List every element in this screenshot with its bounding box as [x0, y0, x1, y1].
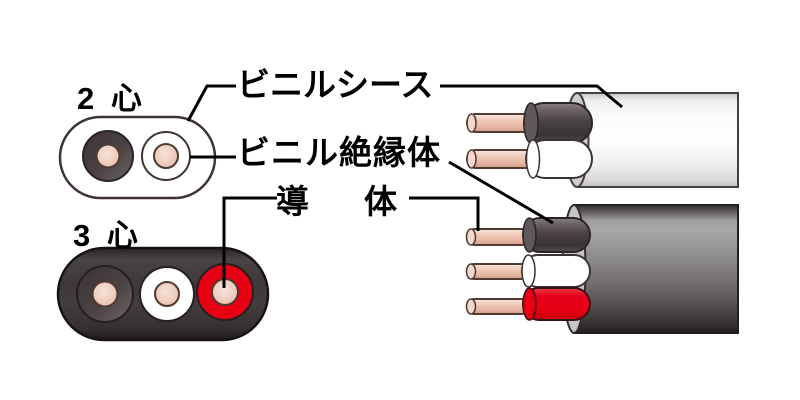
label-vinyl-sheath: ビニルシース — [237, 66, 433, 103]
label-conductor: 導 体 — [276, 183, 408, 220]
3core-3d-black-wire-end — [522, 217, 537, 253]
2core-3d-conductor-bottom-end — [466, 149, 477, 169]
labels: 2 心 3 心 ビニルシース ビニル絶縁体 導 体 — [73, 66, 441, 253]
2core-3d-conductor-top-end — [466, 113, 477, 133]
leader-sheath-left — [186, 84, 236, 122]
label-vinyl-insulation: ビニル絶縁体 — [237, 134, 441, 171]
2core-3d-white-wire-end — [525, 139, 541, 179]
2core-3d-black-wire-end — [523, 102, 539, 144]
leader-lines — [186, 84, 623, 288]
cable-3d-2core — [466, 92, 739, 188]
3core-middle-conductor — [154, 281, 180, 307]
3core-3d-conductor-bottom — [466, 298, 530, 315]
label-3core: 3 心 — [73, 218, 142, 253]
gray-sheath-body — [573, 204, 739, 334]
2core-left-conductor — [95, 143, 121, 169]
cable-3d-3core — [465, 204, 739, 334]
3core-3d-white-wire-end — [521, 254, 536, 288]
white-sheath-body — [576, 92, 739, 188]
leader-conductor-right — [409, 196, 480, 231]
leader-insulation-right — [448, 160, 554, 225]
3core-left-conductor — [91, 280, 119, 308]
leader-conductor-left — [222, 196, 277, 288]
2core-right-conductor — [153, 143, 179, 169]
3core-3d-red-wire-end — [522, 287, 537, 321]
3core-3d-conductor-middle-end — [465, 263, 477, 280]
cross-section-3core — [56, 246, 270, 342]
3core-3d-conductor-top — [466, 228, 530, 246]
leader-sheath-right — [440, 84, 623, 109]
3core-3d-conductor-bottom-end — [465, 298, 477, 315]
label-2core: 2 心 — [77, 81, 146, 116]
3core-3d-conductor-top-end — [465, 228, 477, 246]
2core-3d-conductor-bottom — [466, 149, 536, 169]
